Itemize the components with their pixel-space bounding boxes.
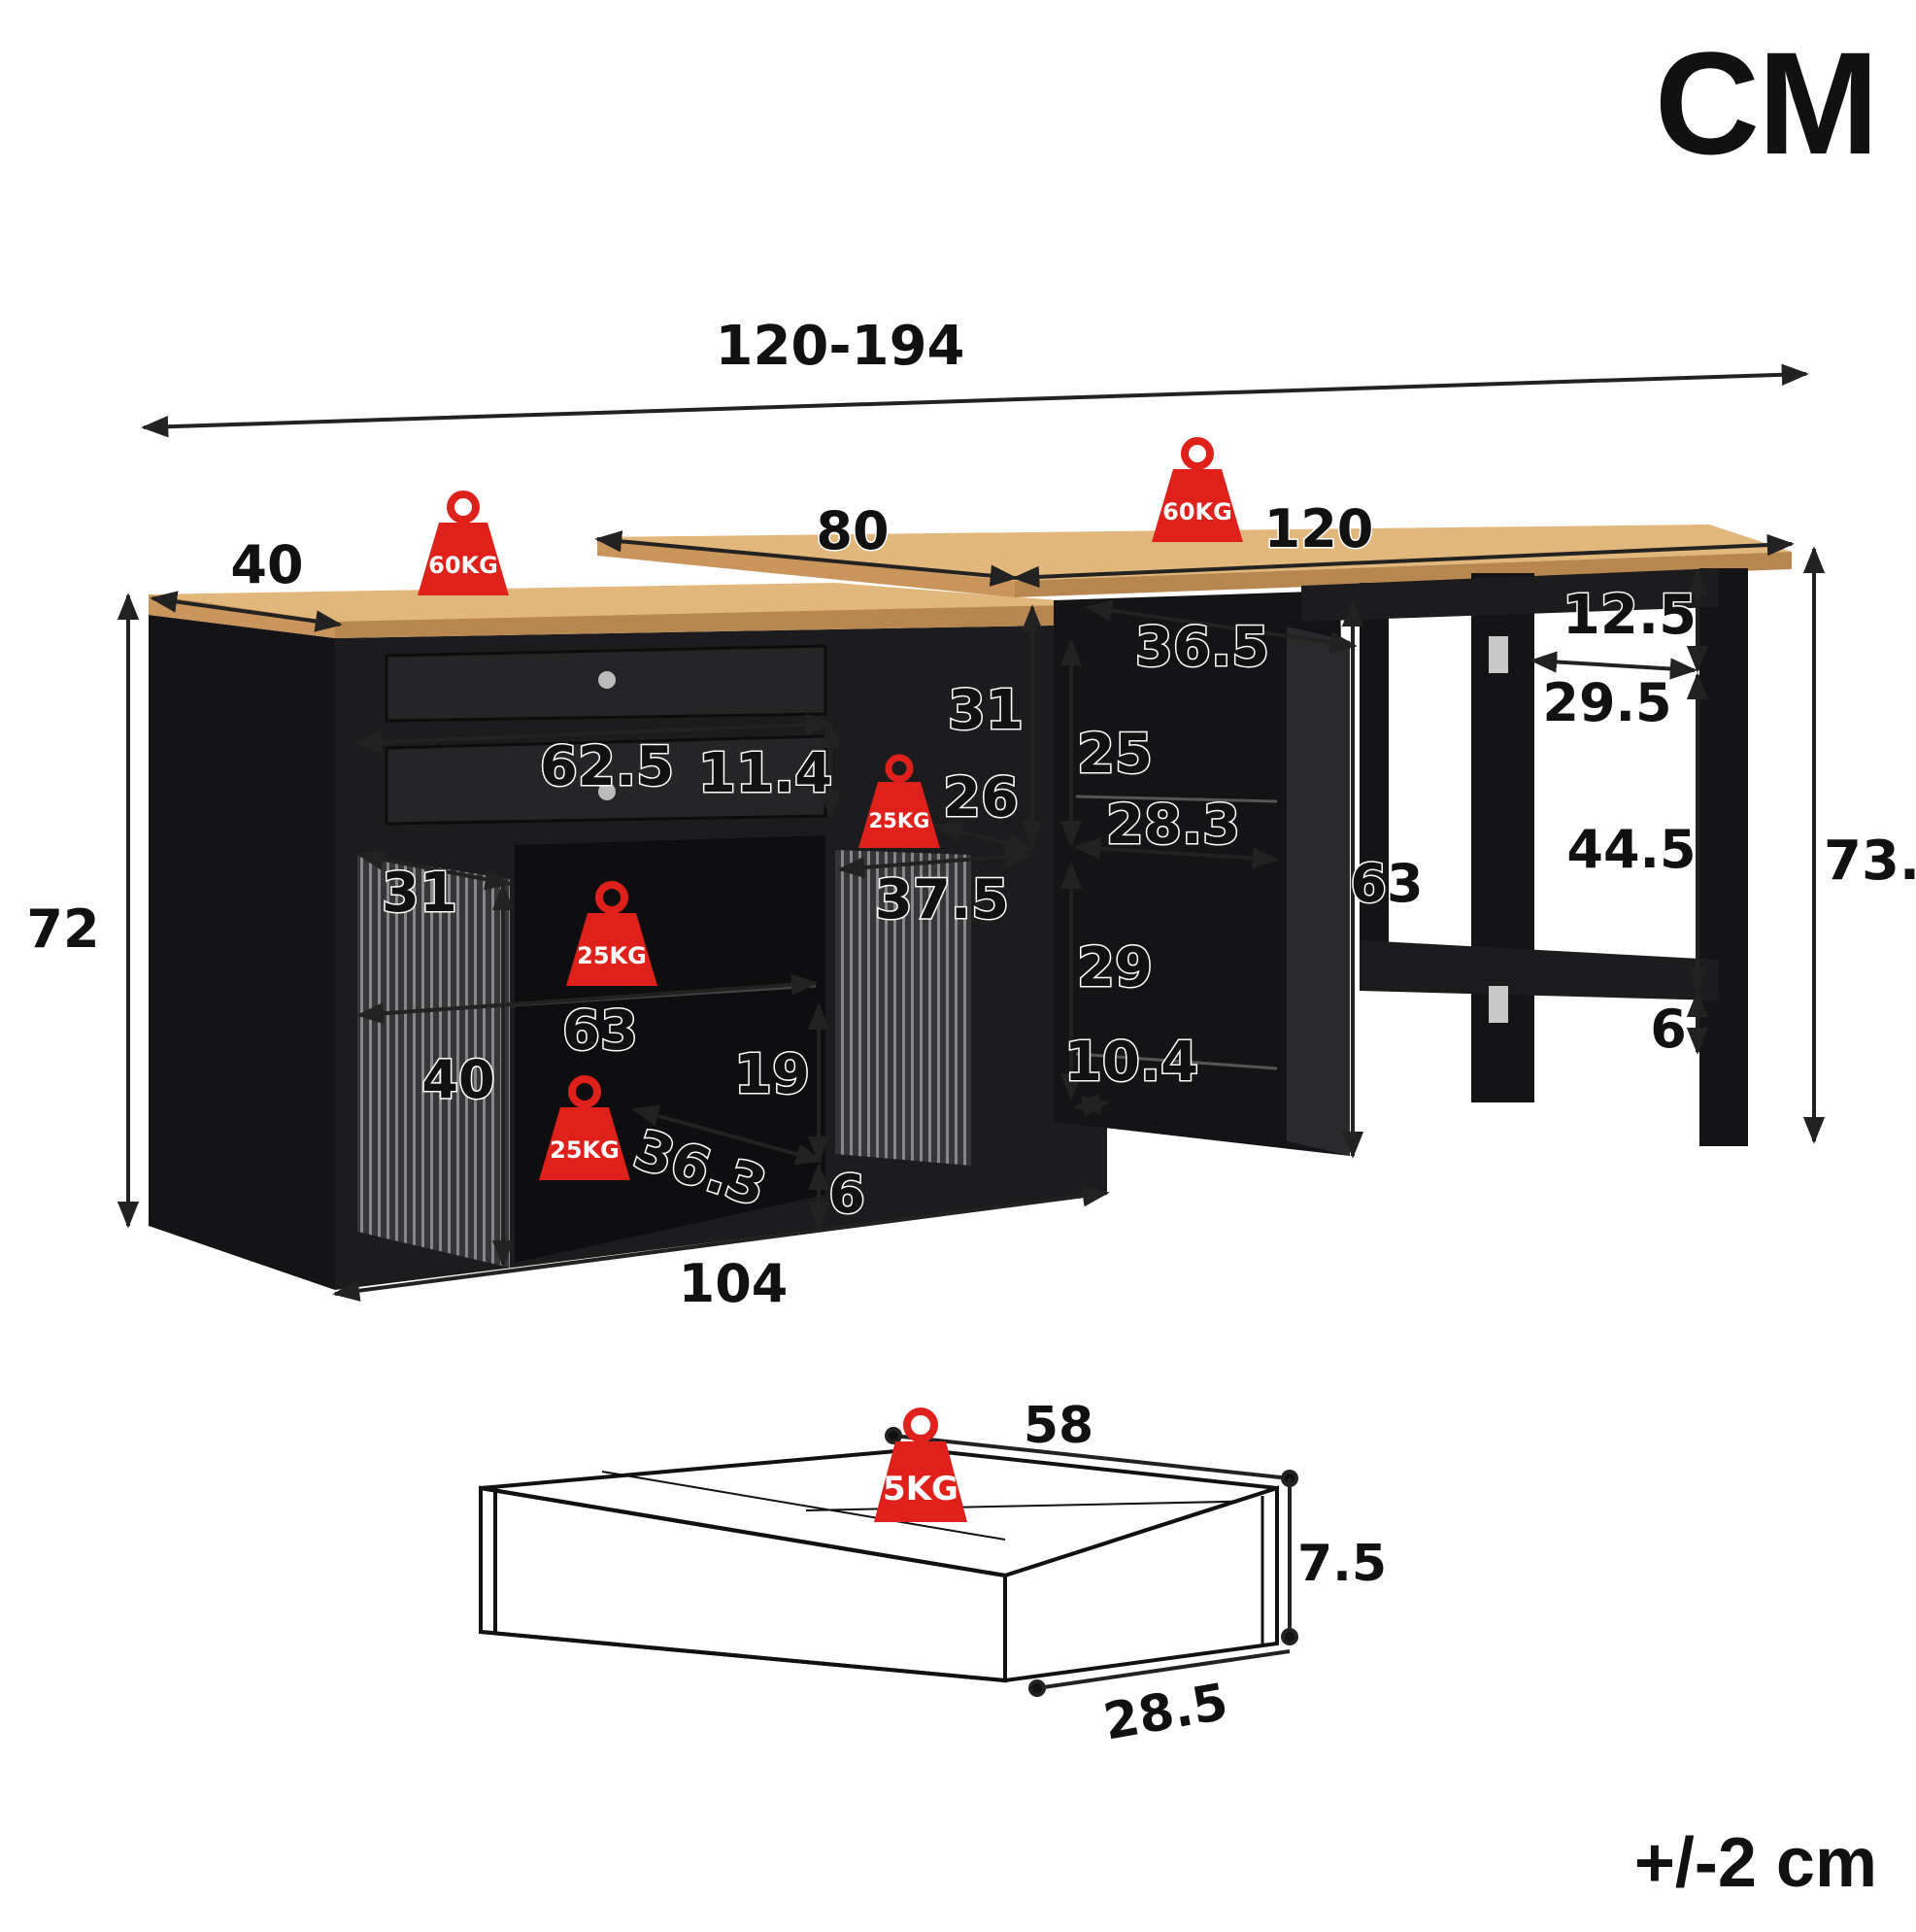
label-shelf-width: 63 (562, 1000, 638, 1063)
dimension-arrow-icon (1529, 651, 1698, 680)
label-plinth-left: 6 (828, 1164, 865, 1225)
weight-lower-shelf: 25KG (550, 1136, 620, 1164)
dimension-arrow-icon (631, 1104, 824, 1166)
label-middle-height: 31 (948, 679, 1024, 742)
label-lower-opening: 19 (734, 1043, 810, 1106)
weight-icon: 25KG (858, 754, 940, 848)
label-desk-length: 120 (1264, 498, 1374, 559)
dimension-arrow-icon (354, 713, 833, 754)
weight-side-top: 60KG (428, 552, 498, 579)
drawer-dimensions (885, 1427, 1298, 1697)
label-desk-clearance: 44.5 (1566, 819, 1696, 880)
label-door-height-left: 40 (421, 1049, 494, 1110)
label-height-cabinet: 72 (26, 898, 99, 960)
weight-icon: 5KG (874, 1407, 967, 1522)
label-right-lower: 29 (1077, 936, 1153, 1000)
weight-icon: 60KG (418, 491, 509, 595)
dimension-arrow-icon (356, 973, 819, 1025)
label-return-depth: 80 (816, 500, 889, 561)
weight-upper-shelf: 25KG (577, 942, 647, 969)
label-middle-width: 37.5 (875, 868, 1009, 932)
weight-icon: 60KG (1152, 437, 1243, 542)
weight-desk-top: 60KG (1162, 498, 1232, 525)
dimension-arrow-icon (1073, 1093, 1110, 1117)
label-drawer-depth: 28.5 (1099, 1673, 1232, 1751)
dimension-arrow-icon (332, 1185, 1110, 1302)
dimension-labels: 120-194 40 80 120 72 73.5 104 62.5 11.4 … (25, 314, 1916, 1752)
weight-icon: 25KG (566, 881, 657, 986)
dimension-arrow-icon (1073, 837, 1280, 869)
weight-middle-shelf: 25KG (869, 809, 930, 832)
drawer-diagram (479, 1446, 1279, 1683)
label-middle-upper: 26 (943, 766, 1019, 830)
weight-icon: 25KG (539, 1075, 630, 1180)
label-right-upper: 25 (1077, 723, 1153, 786)
dimension-arrow-icon (837, 845, 1032, 879)
label-total-length: 120-194 (715, 315, 964, 378)
weight-drawer: 5KG (883, 1470, 958, 1508)
label-desk-leg-gap: 29.5 (1542, 672, 1671, 733)
label-drawer-len: 58 (1024, 1397, 1093, 1455)
dimension-arrow-icon (150, 591, 343, 632)
tolerance-note: +/-2 cm (1633, 1824, 1877, 1902)
label-drawer-h: 7.5 (1297, 1535, 1387, 1593)
label-door-depth-left: 31 (382, 862, 457, 925)
label-drawer-height: 11.4 (698, 742, 832, 805)
label-drawer-inner-width: 62.5 (540, 735, 674, 798)
label-height-desk: 73.5 (1824, 830, 1916, 893)
dimension-arrow-icon (1085, 599, 1358, 654)
dimension-arrows (117, 363, 1826, 1302)
unit-label: CM (1654, 21, 1879, 185)
label-side-depth: 40 (230, 534, 303, 595)
dimension-arrow-icon (141, 363, 1809, 438)
label-right-door-height: 63 (1350, 853, 1423, 914)
label-right-width: 36.5 (1135, 616, 1269, 679)
label-desk-apron: 12.5 (1563, 584, 1697, 647)
label-desk-foot: 6 (1650, 999, 1687, 1060)
label-right-bottom: 10.4 (1064, 1031, 1198, 1094)
label-right-shelf: 28.3 (1106, 794, 1240, 857)
dimension-arrow-icon (1012, 533, 1795, 589)
label-cabinet-width: 104 (679, 1253, 789, 1314)
dimension-arrow-icon (356, 848, 513, 891)
dimension-arrow-icon (594, 530, 1018, 587)
